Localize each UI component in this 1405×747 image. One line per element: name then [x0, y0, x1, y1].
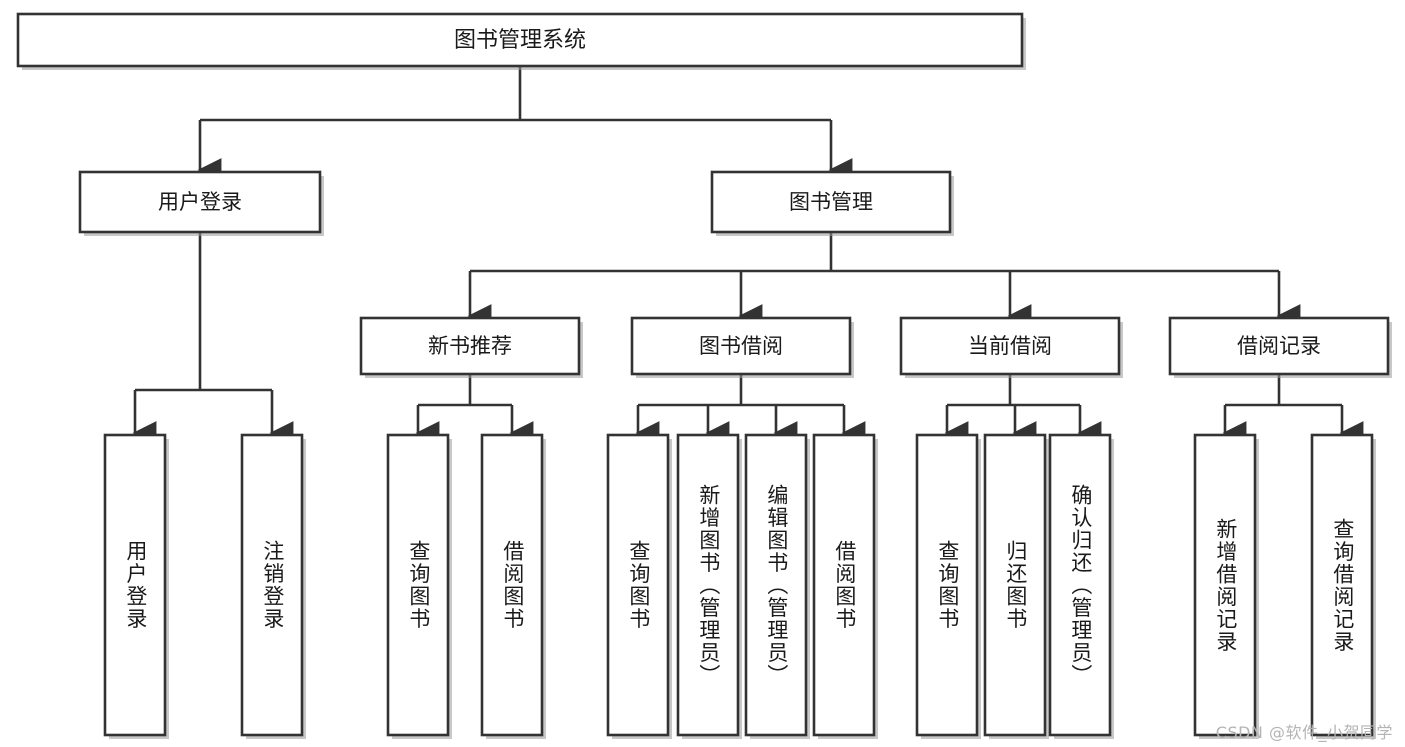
- watermark-text: CSDN @软件_小贺同学: [1215, 723, 1393, 742]
- node-box-new-book-rec[interactable]: [359, 316, 581, 376]
- node-box-leaf-borrow-book-2[interactable]: [812, 433, 876, 737]
- node-box-leaf-borrow-book-1[interactable]: [480, 433, 544, 737]
- node-label-book-borrow: 图书借阅: [699, 334, 783, 358]
- node-label-current-borrow: 当前借阅: [968, 334, 1052, 358]
- node-box-leaf-edit-book[interactable]: [744, 433, 808, 737]
- node-box-user-login[interactable]: [78, 170, 322, 234]
- node-box-leaf-add-book[interactable]: [676, 433, 740, 737]
- node-label-book-manage: 图书管理: [789, 190, 873, 214]
- node-box-root[interactable]: [16, 12, 1024, 68]
- node-label-borrow-record: 借阅记录: [1237, 334, 1321, 358]
- node-label-root: 图书管理系统: [454, 28, 586, 53]
- node-box-current-borrow[interactable]: [899, 316, 1121, 376]
- node-label-user-login: 用户登录: [158, 190, 242, 214]
- node-box-leaf-user-login[interactable]: [103, 433, 167, 737]
- node-box-leaf-query-book-3[interactable]: [915, 433, 979, 737]
- node-box-leaf-query-record[interactable]: [1310, 433, 1374, 737]
- node-box-book-borrow[interactable]: [630, 316, 852, 376]
- node-box-borrow-record[interactable]: [1168, 316, 1390, 376]
- node-box-leaf-return-book[interactable]: [983, 433, 1047, 737]
- node-box-leaf-user-logout[interactable]: [240, 433, 304, 737]
- node-box-leaf-add-record[interactable]: [1193, 433, 1257, 737]
- node-box-leaf-confirm-return[interactable]: [1048, 433, 1112, 737]
- connectors-layer: [132, 66, 1364, 445]
- boxes-layer: [16, 12, 1390, 737]
- node-box-leaf-query-book-2[interactable]: [606, 433, 670, 737]
- node-box-book-manage[interactable]: [710, 170, 952, 234]
- node-label-new-book-rec: 新书推荐: [428, 334, 512, 358]
- node-box-leaf-query-book-1[interactable]: [386, 433, 450, 737]
